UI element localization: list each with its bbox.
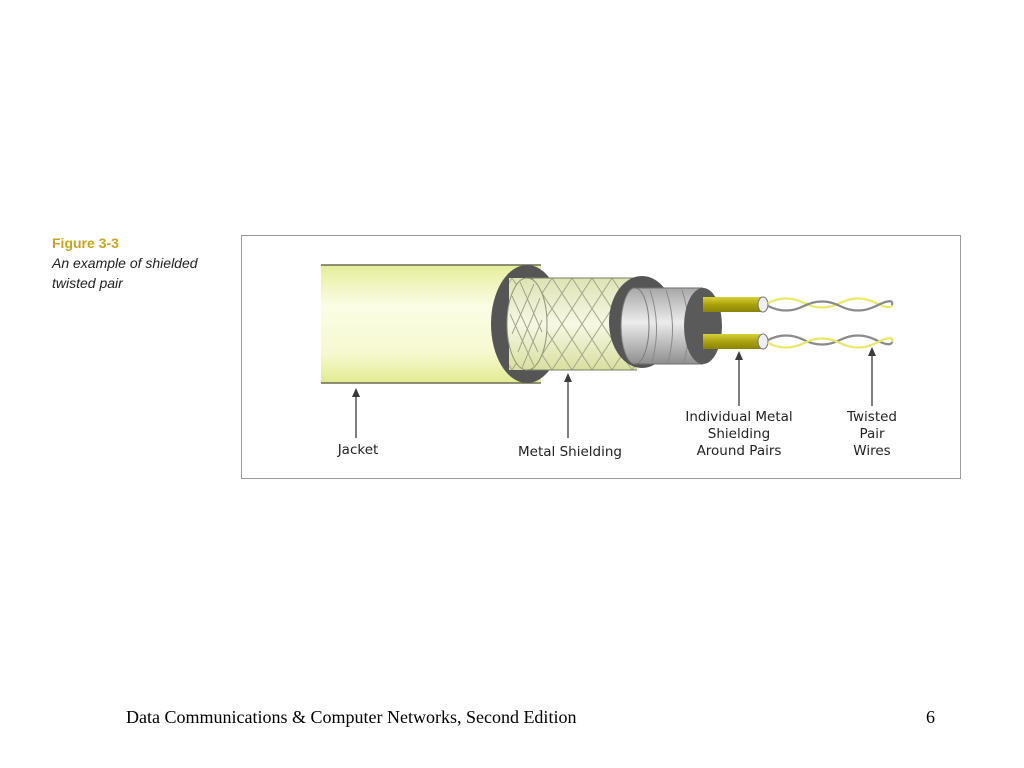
figure-number: Figure 3-3 <box>52 235 119 251</box>
figure-frame: Jacket Metal Shielding Individual Metal … <box>241 235 961 479</box>
label-twisted-line-3: Wires <box>853 443 891 459</box>
label-twisted-line-2: Pair <box>859 426 885 442</box>
label-jacket: Jacket <box>337 442 379 458</box>
figure-caption: Figure 3-3 An example of shielded twiste… <box>52 233 232 293</box>
label-individual-metal-shielding: Individual Metal Shielding Around Pairs <box>666 409 812 460</box>
label-individual-line-2: Shielding <box>707 426 771 442</box>
conductor-lower <box>703 333 769 350</box>
footer-title: Data Communications & Computer Networks,… <box>126 707 577 727</box>
page-number: 6 <box>926 707 935 727</box>
leader-arrows <box>352 347 876 438</box>
label-metal-shielding: Metal Shielding <box>518 444 622 460</box>
figure-title-line-2: twisted pair <box>52 275 123 291</box>
label-twisted-pair-wires: Twisted Pair Wires <box>830 409 914 460</box>
label-twisted-line-1: Twisted <box>846 409 897 425</box>
label-individual-line-3: Around Pairs <box>696 443 782 459</box>
twisted-pair-wires <box>767 297 894 349</box>
conductor-upper <box>703 296 769 313</box>
shielded-twisted-pair-cable-diagram <box>321 264 894 438</box>
figure-title-line-1: An example of shielded <box>52 255 198 271</box>
label-individual-line-1: Individual Metal <box>685 409 793 425</box>
